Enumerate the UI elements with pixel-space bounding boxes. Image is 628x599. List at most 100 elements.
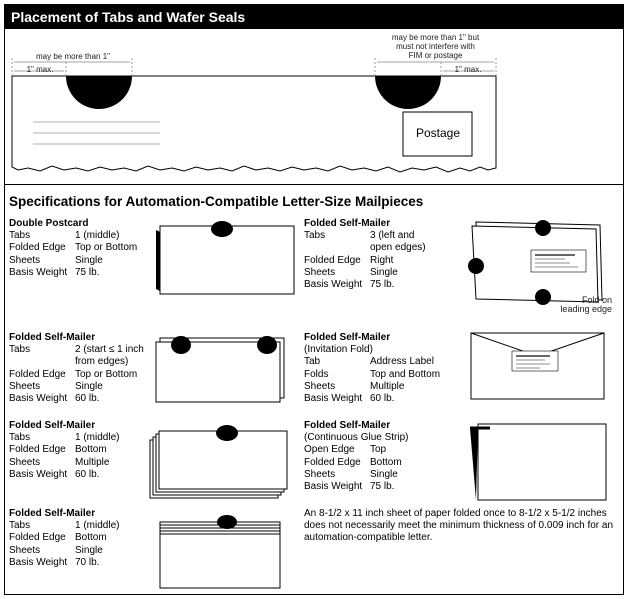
spec-value: 3 (left and — [370, 230, 415, 242]
right-note: may be more than 1" but must not interfe… — [378, 33, 493, 60]
spec-key: Basis Weight — [304, 481, 363, 493]
mailer-multi-tab — [216, 425, 238, 441]
spec-subtitle: (Continuous Glue Strip) — [304, 432, 409, 444]
spec-invitation-fold: Folded Self-Mailer (Invitation Fold) Tab… — [304, 332, 440, 405]
spec-key: Tabs — [9, 432, 31, 444]
spec-value: Top and Bottom — [370, 368, 441, 380]
left-note: may be more than 1" — [36, 52, 110, 61]
spec-key: Sheets — [9, 456, 41, 468]
spec-key: Sheets — [304, 380, 336, 392]
mailer-single-tab — [217, 515, 237, 529]
double-postcard-tab — [211, 221, 233, 237]
spec-key: Basis Weight — [304, 393, 363, 405]
figure-frame — [4, 4, 624, 595]
spec-key: Sheets — [9, 380, 41, 392]
spec-title: Folded Self-Mailer — [9, 508, 96, 519]
spec-value: 75 lb. — [370, 481, 395, 493]
fold-label: Fold on leading edge — [552, 296, 612, 314]
spec-key: Folds — [304, 368, 329, 380]
spec-value: Top — [370, 444, 387, 456]
spec-value: Top or Bottom — [75, 368, 138, 380]
fold-label-line: Fold on — [581, 295, 612, 305]
spec-subtitle: (Invitation Fold) — [304, 344, 373, 356]
spec-value: 60 lb. — [75, 468, 100, 480]
spec-value: Single — [75, 380, 103, 392]
spec-title: Folded Self-Mailer — [9, 420, 96, 431]
spec-key: Sheets — [9, 254, 41, 266]
left-wafer-seal — [66, 76, 132, 109]
mailer-3tab-tab — [535, 289, 551, 305]
spec-key: Folded Edge — [9, 242, 66, 254]
spec-key: Folded Edge — [9, 368, 66, 380]
spec-title: Folded Self-Mailer — [304, 332, 391, 343]
spec-key: Sheets — [9, 544, 41, 556]
spec-key: Folded Edge — [304, 456, 361, 468]
spec-value: 1 (middle) — [75, 230, 120, 242]
double-postcard-card — [159, 225, 295, 295]
spec-value: 60 lb. — [370, 393, 395, 405]
mailer-3tab-tab — [468, 258, 484, 274]
spec-value: 60 lb. — [75, 393, 100, 405]
placement-heading: Placement of Tabs and Wafer Seals — [5, 5, 623, 29]
spec-title: Double Postcard — [9, 218, 89, 229]
spec-value: 75 lb. — [370, 279, 395, 291]
spec-key: Tabs — [304, 230, 326, 242]
spec-key: Folded Edge — [304, 254, 361, 266]
specs-heading: Specifications for Automation-Compatible… — [9, 194, 424, 209]
left-max-label: 1" max. — [26, 65, 54, 74]
spec-value: Multiple — [370, 380, 405, 392]
mailer-2tab-tab — [171, 336, 191, 354]
spec-key: Tabs — [9, 344, 31, 356]
spec-key: Tab — [304, 356, 321, 368]
spec-key: Basis Weight — [9, 393, 68, 405]
spec-key: Folded Edge — [9, 444, 66, 456]
spec-key: Open Edge — [304, 444, 355, 456]
spec-value: Bottom — [75, 532, 107, 544]
spec-key: Tabs — [9, 230, 31, 242]
spec-value: Single — [75, 254, 103, 266]
spec-key: Basis Weight — [9, 556, 68, 568]
spec-title: Folded Self-Mailer — [304, 420, 391, 431]
spec-title: Folded Self-Mailer — [304, 218, 391, 229]
spec-value: 1 (middle) — [75, 432, 120, 444]
spec-value: Bottom — [75, 444, 107, 456]
postage-label: Postage — [416, 126, 461, 140]
spec-value: Bottom — [370, 456, 402, 468]
spec-value: 1 (middle) — [75, 520, 120, 532]
spec-value: Single — [370, 468, 398, 480]
spec-mailer-2tab: Folded Self-Mailer Tabs 2 (start ≤ 1 inch… — [9, 332, 144, 405]
spec-value: Right — [370, 254, 394, 266]
spec-value: 2 (start ≤ 1 inch — [75, 344, 144, 356]
section-divider — [5, 184, 623, 185]
spec-key: Basis Weight — [9, 266, 68, 278]
spec-key: Folded Edge — [9, 532, 66, 544]
spec-key — [304, 242, 370, 254]
postage-box — [402, 111, 473, 157]
spec-glue-strip: Folded Self-Mailer (Continuous Glue Stri… — [304, 420, 409, 493]
spec-key: Basis Weight — [304, 279, 363, 291]
spec-double-postcard: Double Postcard Tabs 1 (middle) Folded Ed… — [9, 218, 137, 279]
spec-mailer-multi: Folded Self-Mailer Tabs 1 (middle) Folded… — [9, 420, 119, 481]
spec-key: Sheets — [304, 468, 336, 480]
spec-value: Address Label — [370, 356, 434, 368]
glue-strip-mailer — [477, 423, 607, 501]
right-note-line: must not interfere with — [396, 42, 475, 51]
spec-value: Top or Bottom — [75, 242, 138, 254]
spec-title: Folded Self-Mailer — [9, 332, 96, 343]
spec-value: Multiple — [75, 456, 110, 468]
right-note-line: may be more than 1" but — [391, 33, 480, 42]
spec-value: 75 lb. — [75, 266, 100, 278]
spec-key: Tabs — [9, 520, 31, 532]
spec-value: Single — [75, 544, 103, 556]
right-max-label: 1" max. — [454, 65, 482, 74]
spec-value: 70 lb. — [75, 556, 100, 568]
spec-value: Single — [370, 266, 398, 278]
spec-key: Basis Weight — [9, 468, 68, 480]
mailer-3tab-tab — [535, 220, 551, 236]
spec-value: from edges) — [75, 356, 129, 368]
right-wafer-seal — [375, 76, 441, 109]
spec-key — [9, 356, 75, 368]
spec-key: Sheets — [304, 266, 336, 278]
